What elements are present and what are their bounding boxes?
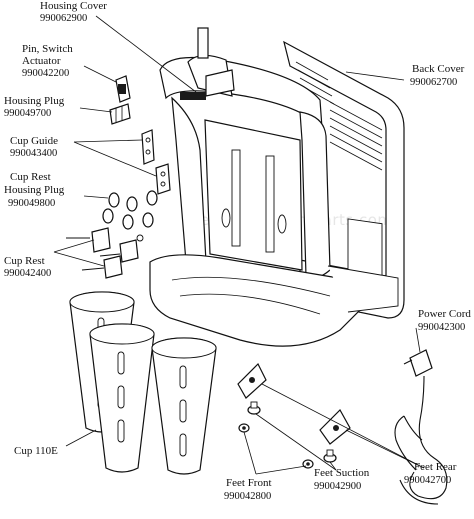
label-power-cord-number: 990042300: [418, 322, 465, 333]
label-housing-cover-name: Housing Cover: [40, 0, 107, 12]
feet-suction-part-2: [323, 449, 337, 463]
label-feet-suction: Feet Suction 990042900: [314, 467, 370, 492]
label-cup-rest-housing-plug-name1: Cup Rest: [10, 171, 51, 183]
label-housing-plug-number: 990049700: [4, 108, 51, 119]
label-feet-rear-name: Feet Rear: [414, 461, 457, 473]
label-feet-suction-number: 990042900: [314, 481, 361, 492]
label-pin-switch-actuator: Pin, Switch Actuator 990042200: [22, 43, 73, 79]
label-cup-guide: Cup Guide 990043400: [10, 135, 58, 159]
pin-switch-actuator-part: [115, 75, 131, 103]
feet-rear-part-2: [319, 409, 351, 445]
feet-front-part-1: [238, 423, 250, 433]
label-feet-rear: Feet Rear 990042700: [404, 461, 457, 486]
label-housing-cover: Housing Cover 990062900: [40, 0, 107, 24]
power-cord-part: [394, 349, 448, 505]
feet-suction-part-1: [247, 401, 261, 415]
label-pin-switch-name2: Actuator: [22, 55, 61, 67]
label-cup-rest: Cup Rest 990042400: [4, 255, 51, 279]
cup-rest-housing-plug-parts: [102, 190, 158, 230]
label-housing-plug: Housing Plug 990049700: [4, 95, 65, 119]
label-cup-guide-name: Cup Guide: [10, 135, 58, 147]
label-pin-switch-number: 990042200: [22, 68, 69, 79]
label-cup: Cup 110E: [14, 445, 58, 457]
label-back-cover-name: Back Cover: [412, 63, 465, 75]
feet-rear-part-1: [237, 362, 267, 399]
label-cup-guide-number: 990043400: [10, 148, 57, 159]
feet-front-part-2: [302, 459, 314, 469]
label-cup-name: Cup 110E: [14, 445, 58, 457]
label-pin-switch-name1: Pin, Switch: [22, 43, 73, 55]
label-feet-front-name: Feet Front: [226, 477, 272, 489]
label-back-cover: Back Cover 990062700: [410, 63, 465, 88]
label-feet-rear-number: 990042700: [404, 475, 451, 486]
cup-guide-part-1: [141, 129, 155, 165]
housing-plug-part: [109, 103, 131, 125]
label-feet-front: Feet Front 990042800: [224, 477, 272, 502]
label-feet-front-number: 990042800: [224, 491, 271, 502]
label-cup-rest-housing-plug: Cup Rest Housing Plug 990049800: [4, 171, 65, 209]
leader-lines: [53, 15, 425, 475]
label-power-cord-name: Power Cord: [418, 308, 471, 320]
label-back-cover-number: 990062700: [410, 77, 457, 88]
label-housing-cover-number: 990062900: [40, 13, 87, 24]
label-cup-rest-number: 990042400: [4, 268, 51, 279]
housing-body-part: [149, 27, 399, 347]
label-cup-rest-housing-plug-name2: Housing Plug: [4, 184, 65, 196]
cup-part-2: [89, 323, 155, 473]
cup-part-3: [151, 337, 217, 475]
label-feet-suction-name: Feet Suction: [314, 467, 370, 479]
label-power-cord: Power Cord 990042300: [418, 308, 471, 333]
label-cup-rest-name: Cup Rest: [4, 255, 45, 267]
label-cup-rest-housing-plug-number: 990049800: [8, 198, 55, 209]
cup-guide-part-2: [155, 163, 171, 195]
cup-rest-parts: [66, 227, 144, 279]
label-housing-plug-name: Housing Plug: [4, 95, 65, 107]
